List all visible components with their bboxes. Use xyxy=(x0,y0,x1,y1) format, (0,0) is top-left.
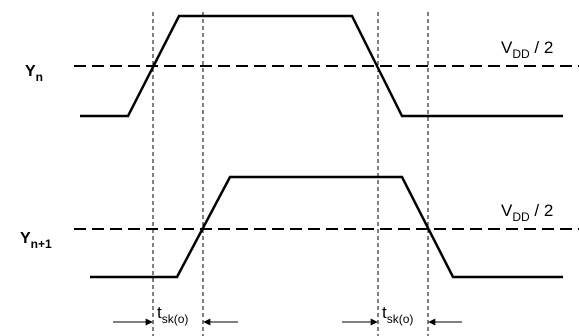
waveform-yn1 xyxy=(90,175,563,279)
vertical-reference-lines xyxy=(152,12,429,336)
waveforms xyxy=(80,14,563,279)
threshold-label-yn: VDD / 2 xyxy=(501,38,553,61)
skew-label-left: tsk(o) xyxy=(157,303,188,326)
signal-label-yn1: Yn+1 xyxy=(20,230,52,251)
signal-label-yn: Yn xyxy=(25,63,43,84)
threshold-lines xyxy=(74,65,579,230)
skew-label-right: tsk(o) xyxy=(382,303,413,326)
threshold-label-yn1: VDD / 2 xyxy=(501,201,553,224)
waveform-yn xyxy=(80,14,563,118)
